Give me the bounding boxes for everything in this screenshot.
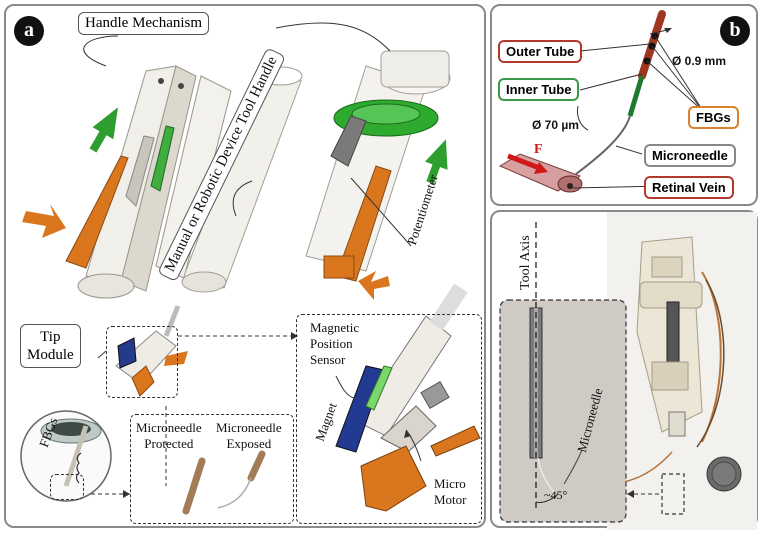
force-arrow [507,153,543,172]
panel-b-letter: b [720,16,750,46]
green-arrow-right [425,139,448,184]
angle-arc [535,493,559,503]
potentiometer-leader [350,177,412,247]
sensor-line2: Position [310,336,353,351]
exposed-tube [247,450,266,482]
panel-b: b Outer Tube Inner Tube Ø 0.9 [490,4,758,206]
magnetic-sensor-label: Magnetic Position Sensor [310,320,359,368]
motor-line1: Micro [434,476,466,491]
handle-mechanism-label: Handle Mechanism [78,12,210,35]
magnetic-sensor-leader [335,375,355,399]
panel-a-letter: a [14,16,44,46]
sensor-line1: Magnetic [310,320,360,335]
panel-c-illustration [499,212,757,530]
panel-a-illustration [20,22,481,515]
tool-handle-leader [232,180,253,217]
microneedle-box-label: Microneedle [644,144,736,167]
handle-mechanism-leader-1 [83,35,119,67]
inset-microneedle [537,457,555,493]
outer-tube-label: Outer Tube [498,40,583,63]
fbgs-box-label: FBGs [688,106,739,129]
exposed-label: Microneedle Exposed [216,420,282,452]
exposed-line2: Exposed [226,436,272,451]
orange-arrow-right [358,271,390,300]
inner-diameter-label: Ø 70 µm [532,118,579,132]
photo-dashed-box [661,473,685,515]
inner-tube-shape [627,75,645,117]
motor-line2: Motor [434,492,467,507]
left-handle-assembly [65,65,232,299]
fbg-zoom-dashed-box [50,474,84,500]
micro-motor-label: Micro Motor [434,476,467,508]
tip-module-line2: Module [27,347,74,363]
handle-mechanism-leader-2 [275,22,391,52]
tip-leader [97,350,107,359]
tip-module-zoomed [335,283,481,512]
tool-axis-label: Tool Axis [518,235,533,290]
protected-tube [182,457,206,515]
tip-module-dashed-box [106,326,178,398]
exposed-line1: Microneedle [216,420,282,435]
panel-a: a [4,4,486,528]
outer-diameter-label: Ø 0.9 mm [672,54,727,68]
right-handle-assembly [305,50,451,282]
angle-label: ~45° [544,488,568,502]
zoomed-tip-dashed-box [296,314,482,524]
orange-arrow-left [22,204,66,238]
protected-line2: Protected [144,436,194,451]
tip-module-small [115,305,188,397]
protected-line1: Microneedle [136,420,202,435]
tip-module-label: Tip Module [20,324,81,368]
microneedle-dashed-box [130,414,294,524]
panel-b-illustration [498,10,704,193]
tip-module-line1: Tip [40,329,61,345]
inner-tube-label: Inner Tube [498,78,580,101]
force-label: F [534,142,543,157]
protected-label: Microneedle Protected [136,420,202,452]
microneedle-shape [575,115,631,175]
sensor-line3: Sensor [310,352,346,367]
retinal-vein-label: Retinal Vein [644,176,734,199]
panel-c: c Tool Axis Microneedle ~45 [490,210,758,530]
green-arrow-left [89,107,118,153]
